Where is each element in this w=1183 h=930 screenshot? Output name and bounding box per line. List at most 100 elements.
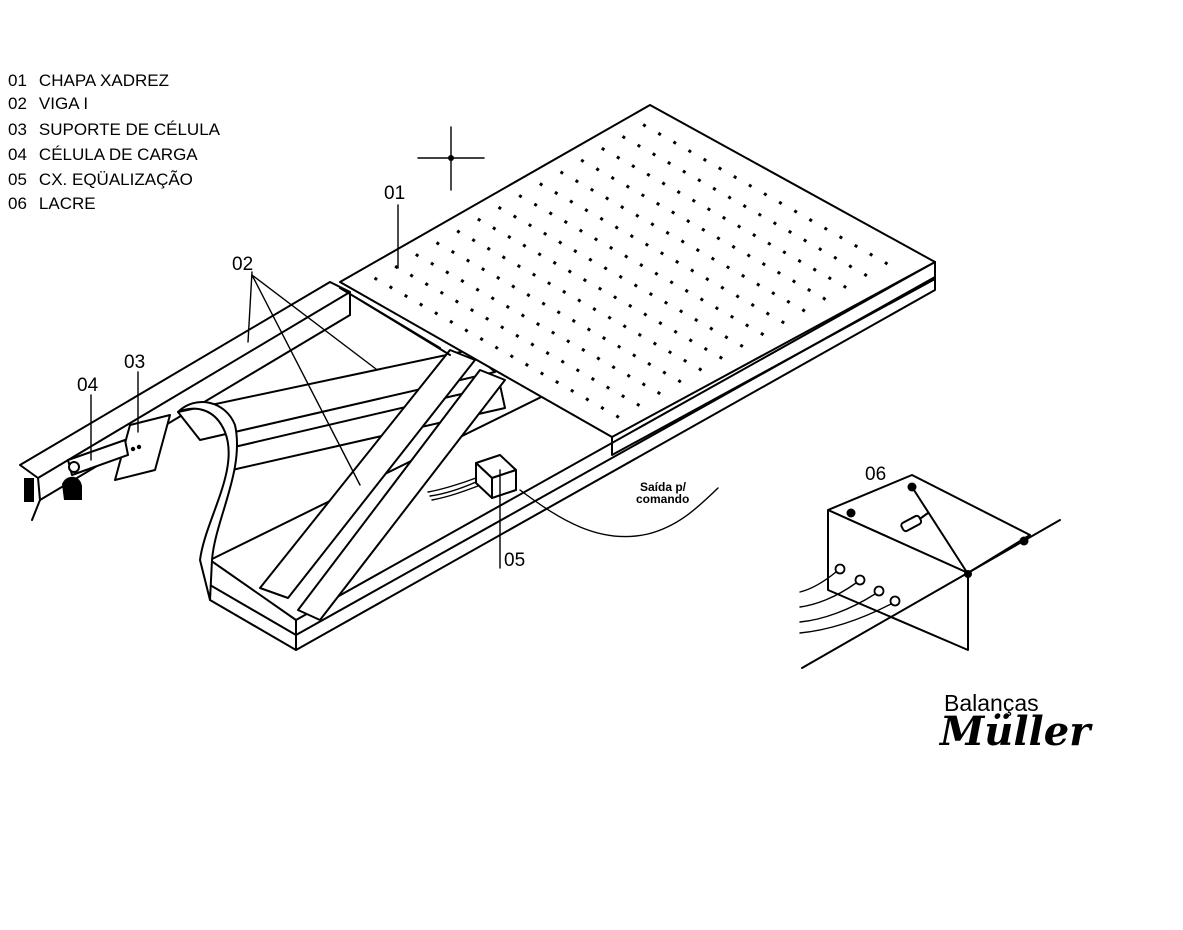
plate-dot <box>556 310 561 315</box>
plate-dot <box>469 308 475 313</box>
plate-dot <box>419 302 424 307</box>
plate-dot <box>673 329 678 334</box>
plate-dot <box>701 227 706 232</box>
plate-dot <box>656 390 661 396</box>
plate-dot <box>403 293 409 299</box>
plate-dot <box>869 252 874 257</box>
plate-dot <box>526 293 531 298</box>
plate-dot <box>818 247 823 252</box>
i-beam <box>177 349 496 441</box>
plate-dot <box>575 368 580 373</box>
plate-dot <box>682 169 687 174</box>
plate-dot <box>801 308 806 313</box>
plate-dot <box>750 302 755 308</box>
plate-dot <box>617 344 622 349</box>
plate-dot <box>733 175 738 180</box>
plate-dot <box>520 313 525 318</box>
plate-dot <box>518 194 523 199</box>
plate-dot <box>641 382 646 387</box>
plate-dot <box>787 229 793 234</box>
plate-dot <box>555 380 560 385</box>
plate-dot <box>727 195 732 200</box>
plate-dot <box>822 296 827 301</box>
plate-dot <box>658 321 663 326</box>
plate-dot <box>548 211 553 216</box>
cutaway-edge <box>177 401 239 601</box>
plate-dot <box>450 249 455 255</box>
plate-dot <box>739 343 744 348</box>
brand-top-text: Balanças <box>944 690 1039 716</box>
plate-dot <box>621 394 626 399</box>
plate-dot <box>445 270 450 275</box>
plate-dot <box>745 323 750 328</box>
plate-dot <box>492 226 497 231</box>
plate-dot <box>609 245 614 250</box>
plate-dot <box>691 198 696 203</box>
plate-dot <box>509 354 514 359</box>
i-beams <box>177 287 506 621</box>
crosshair-mark <box>417 126 485 191</box>
seal-icon <box>900 512 929 533</box>
plate-dot <box>590 376 595 382</box>
plate-dot <box>486 246 491 251</box>
plate-dot <box>636 402 641 407</box>
plate-dot <box>778 200 783 205</box>
plate-dot <box>527 223 533 228</box>
plate-dot <box>644 242 649 247</box>
plate-dot <box>511 284 516 289</box>
plate-dot <box>729 314 735 319</box>
plate-dot <box>633 283 638 288</box>
plate-dot <box>756 282 761 287</box>
plate-dot <box>600 405 605 411</box>
plate-dot <box>737 224 742 229</box>
plate-dot <box>706 207 711 212</box>
plate-dot <box>573 249 578 254</box>
plate-dot <box>688 338 693 343</box>
plate-dot <box>501 255 506 260</box>
plate-dot <box>652 341 657 346</box>
plate-dot <box>680 239 685 244</box>
plate-dot <box>639 263 644 268</box>
plate-dot <box>620 205 625 210</box>
plate-dot <box>494 345 499 350</box>
plate-dot <box>531 272 537 277</box>
plate-dot <box>659 251 665 256</box>
plate-dot <box>665 230 670 235</box>
seal-detail <box>799 474 1061 669</box>
cable-note: Saída p/ comando <box>636 480 689 506</box>
plate-dot <box>786 299 791 304</box>
plate-dot <box>712 186 717 191</box>
plate-dot <box>582 278 587 283</box>
plate-dot <box>479 337 484 342</box>
plate-dot <box>842 284 847 289</box>
plate-dot <box>671 210 676 215</box>
plate-dot <box>742 204 747 209</box>
plate-dot <box>586 327 591 332</box>
output-cable <box>519 487 719 538</box>
plate-dot <box>611 365 616 370</box>
plate-dot <box>515 333 520 338</box>
plate-dot <box>640 193 645 198</box>
plate-dot <box>552 260 557 265</box>
callout-05-label: 05 <box>504 550 525 571</box>
plate-dot <box>439 290 444 295</box>
plate-dot <box>669 280 674 285</box>
plate-dot <box>541 301 546 306</box>
plate-dot <box>808 218 813 223</box>
plate-dot <box>475 287 480 292</box>
plate-dot <box>481 267 486 272</box>
plate-dot <box>721 215 727 220</box>
plate-dot <box>725 265 731 270</box>
plate-dot <box>765 311 770 316</box>
plate-dot <box>577 298 582 303</box>
plate-dot <box>626 373 631 378</box>
plate-dot <box>424 282 429 287</box>
plate-dot <box>793 209 798 214</box>
plate-dot <box>570 388 575 393</box>
plate-dot <box>435 241 440 246</box>
plate-dot <box>698 367 703 372</box>
plate-dot <box>807 287 812 293</box>
